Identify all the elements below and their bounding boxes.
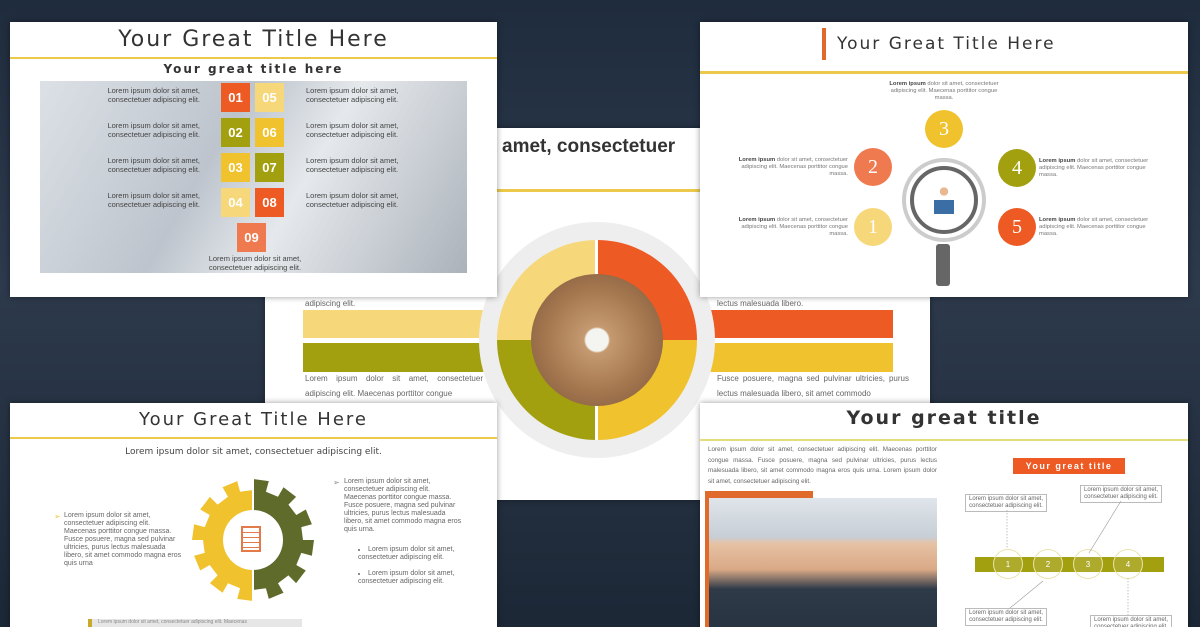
title-accent xyxy=(822,28,826,60)
timeline-label: Lorem ipsum dolor sit amet, consectetuer… xyxy=(965,494,1047,512)
text: Lorem ipsum dolor sit amet, consectetuer… xyxy=(64,512,182,567)
connector-lines xyxy=(1006,500,1129,615)
slide-title: amet, consectetuer xyxy=(502,136,676,157)
slide-title: Your Great Title Here xyxy=(118,27,389,52)
slide-title: Your Great Title Here xyxy=(837,34,1056,54)
step-circle: 5 xyxy=(998,208,1036,246)
ring-diagram xyxy=(479,222,715,458)
item-text: Lorem ipsum dolor sit amet, consectetuer… xyxy=(306,121,399,139)
slide-subtitle: Lorem ipsum dolor sit amet, consectetuer… xyxy=(125,447,382,457)
step-text: Lorem ipsum dolor sit amet, consectetuer… xyxy=(738,217,848,237)
item-text: Lorem ipsum dolor sit amet, consectetuer… xyxy=(107,156,200,174)
divider xyxy=(265,189,930,192)
step-circle: 4 xyxy=(998,149,1036,187)
footer-box: Lorem ipsum dolor sit amet, consectetuer… xyxy=(88,619,302,627)
step-circle: 1 xyxy=(854,208,892,246)
step-text: Lorem ipsum dolor sit amet, consectetuer… xyxy=(889,81,999,101)
item-text: Lorem ipsum dolor sit amet, consectetuer… xyxy=(306,191,399,209)
checklist-icon: checklist-icon xyxy=(241,526,261,552)
text: Fusce posuere, magna sed pulvinar ultric… xyxy=(717,374,909,398)
item-text: Lorem ipsum dolor sit amet, consectetuer… xyxy=(107,191,200,209)
number-box: 01 xyxy=(221,83,250,112)
number-box: 04 xyxy=(221,188,250,217)
slide-title: Your Great Title Here xyxy=(139,409,368,430)
timeline-step: 3 xyxy=(1073,549,1103,579)
bullet-text: Lorem ipsum dolor sit amet, consectetuer… xyxy=(358,546,458,562)
item-text: Lorem ipsum dolor sit amet, consectetuer… xyxy=(306,156,399,174)
timeline-label: Lorem ipsum dolor sit amet, consectetuer… xyxy=(1090,615,1172,627)
timeline-label: Lorem ipsum dolor sit amet, consectetuer… xyxy=(1080,485,1162,503)
step-text: Lorem ipsum dolor sit amet, consectetuer… xyxy=(1039,217,1149,237)
label-banner: Your great title xyxy=(1013,458,1125,474)
number-box: 02 xyxy=(221,118,250,147)
step-text: Lorem ipsum dolor sit amet, consectetuer… xyxy=(1039,158,1149,178)
magnifier-icon: people-group-icon xyxy=(902,158,986,242)
text: adipiscing elit. xyxy=(305,299,356,308)
text: Lorem ipsum dolor sit amet, consectetuer… xyxy=(344,478,462,533)
number-box: 09 xyxy=(237,223,266,252)
number-box: 08 xyxy=(255,188,284,217)
item-text: Lorem ipsum dolor sit amet, consectetuer… xyxy=(107,121,200,139)
timeline-label: Lorem ipsum dolor sit amet, consectetuer… xyxy=(965,608,1047,626)
gear-icon: checklist-icon xyxy=(191,478,315,602)
step-circle: 2 xyxy=(854,148,892,186)
number-box: 05 xyxy=(255,83,284,112)
item-text: Lorem ipsum dolor sit amet, consectetuer… xyxy=(306,86,399,104)
timeline-step: 1 xyxy=(993,549,1023,579)
text: lectus malesuada libero. xyxy=(717,299,804,308)
arrow-bullet-icon: ➢ xyxy=(333,478,340,487)
slide-subtitle: Your great title here xyxy=(163,62,344,76)
number-box: 06 xyxy=(255,118,284,147)
bullet-text: Lorem ipsum dolor sit amet, consectetuer… xyxy=(358,570,458,586)
arrow-bullet-icon: ➢ xyxy=(54,512,61,521)
number-box: 07 xyxy=(255,153,284,182)
step-text: Lorem ipsum dolor sit amet, consectetuer… xyxy=(738,157,848,177)
timeline-step: 4 xyxy=(1113,549,1143,579)
item-text: Lorem ipsum dolor sit amet, consectetuer… xyxy=(107,86,200,104)
people-group-icon: people-group-icon xyxy=(926,184,962,214)
item-text: Lorem ipsum dolor sit amet, consectetuer… xyxy=(208,254,302,272)
step-circle: 3 xyxy=(925,110,963,148)
puzzle-photo xyxy=(531,274,663,406)
team-photo xyxy=(709,498,937,627)
slide-timeline[interactable]: Your great title Lorem ipsum dolor sit a… xyxy=(700,403,1188,627)
slide-magnifier[interactable]: Your Great Title Here people-group-icon … xyxy=(700,22,1188,297)
number-box: 03 xyxy=(221,153,250,182)
slide-gear[interactable]: Your Great Title Here Lorem ipsum dolor … xyxy=(10,403,497,627)
magnifier-handle xyxy=(936,244,950,286)
slide-numbered-grid[interactable]: Your Great Title Here Your great title h… xyxy=(10,22,497,297)
text: Lorem ipsum dolor sit amet, consectetuer… xyxy=(305,374,483,398)
text: Lorem ipsum dolor sit amet, consectetuer… xyxy=(708,446,937,485)
timeline-step: 2 xyxy=(1033,549,1063,579)
slide-title: Your great title xyxy=(846,407,1042,429)
